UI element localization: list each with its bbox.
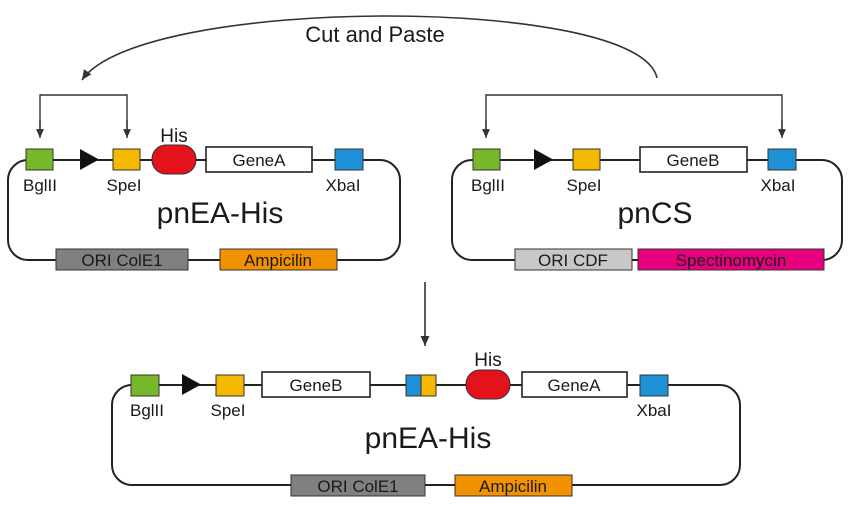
excise-bracket [485, 94, 783, 134]
xbai-label: XbaI [761, 176, 796, 195]
gene-b-box [261, 371, 371, 398]
promoter-arrow-icon [534, 149, 553, 170]
spectinomycin-label: Spectinomycin [676, 251, 787, 270]
gene-a-label: GeneA [233, 151, 287, 170]
gene-b-label: GeneB [290, 376, 343, 395]
scar-site-spei-half [420, 374, 437, 397]
cut-and-paste-arc [81, 15, 658, 81]
xbai-label: XbaI [637, 401, 672, 420]
spei-site [215, 374, 245, 397]
plasmid-pnea-his-top: His GeneA BglII SpeI XbaI pnEA-His ORI C… [7, 94, 401, 271]
plasmid-pnea-his-result: GeneB His GeneA BglII SpeI XbaI pnEA-His… [111, 350, 741, 497]
promoter-arrow-icon [80, 149, 99, 170]
ori-label: ORI ColE1 [81, 251, 162, 270]
spei-label: SpeI [107, 176, 142, 195]
spei-label: SpeI [567, 176, 602, 195]
his-tag-label: His [474, 350, 501, 371]
gene-b-box [639, 146, 748, 173]
bglii-site [25, 148, 54, 171]
ori-bar [55, 248, 189, 271]
plasmid-name: pnEA-His [365, 422, 492, 455]
his-tag-label: His [160, 126, 187, 147]
plasmid-backbone [7, 159, 401, 261]
gene-b-label: GeneB [667, 151, 720, 170]
cut-and-paste-label: Cut and Paste [305, 22, 444, 47]
his-tag [151, 144, 197, 175]
ampicilin-label: Ampicilin [479, 477, 547, 496]
spei-label: SpeI [211, 401, 246, 420]
plasmid-pncs: GeneB BglII SpeI XbaI pnCS ORI CDF Spect… [451, 94, 843, 271]
xbai-label: XbaI [326, 176, 361, 195]
his-tag [465, 369, 511, 400]
promoter-arrow-icon [182, 374, 201, 395]
bglii-label: BglII [471, 176, 505, 195]
gene-a-box [521, 371, 628, 398]
spectinomycin-bar [637, 248, 825, 271]
ori-bar [290, 474, 426, 497]
spei-site [112, 148, 141, 171]
bglii-site [472, 148, 501, 171]
spei-site [572, 148, 601, 171]
ori-label: ORI CDF [538, 251, 608, 270]
ampicilin-bar [454, 474, 573, 497]
ori-bar [514, 248, 633, 271]
scar-site-xbai-half [405, 374, 422, 397]
plasmid-name: pnEA-His [157, 197, 284, 230]
xbai-site [767, 148, 797, 171]
xbai-site [639, 374, 669, 397]
gene-a-box [205, 146, 313, 173]
gene-a-label: GeneA [548, 376, 602, 395]
xbai-site [334, 148, 364, 171]
bglii-label: BglII [130, 401, 164, 420]
bglii-label: BglII [23, 176, 57, 195]
bglii-site [130, 374, 160, 397]
ori-label: ORI ColE1 [317, 477, 398, 496]
ampicilin-label: Ampicilin [244, 251, 312, 270]
plasmid-name: pnCS [617, 197, 692, 230]
insert-site-bracket [39, 94, 128, 134]
ampicilin-bar [219, 248, 338, 271]
